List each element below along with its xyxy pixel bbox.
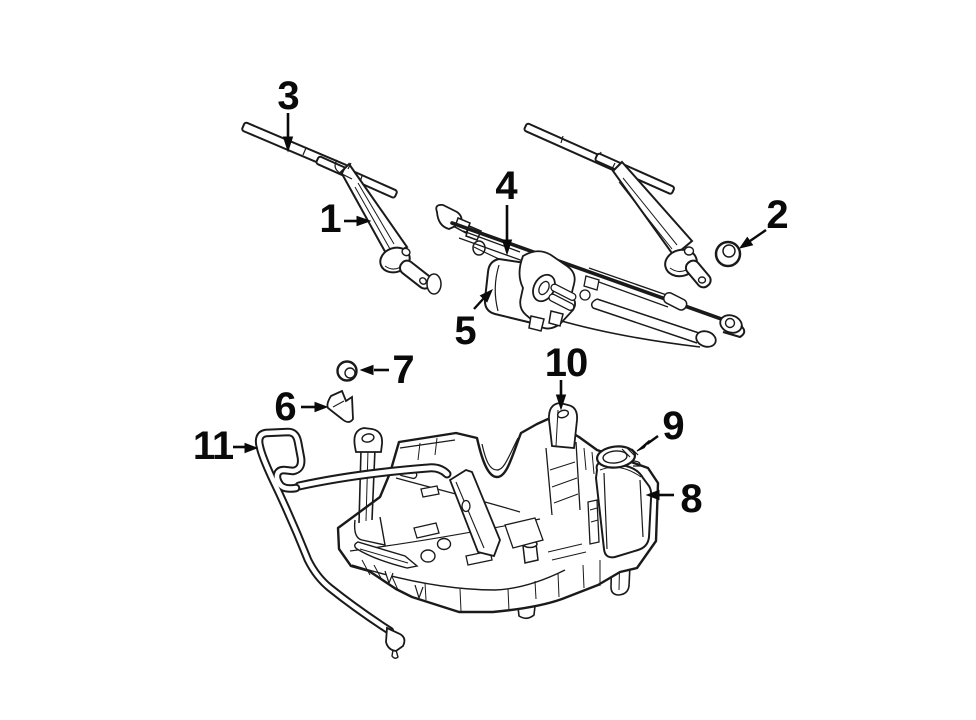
callout-label-10: 10	[544, 341, 588, 385]
callout-8-arrow	[645, 489, 674, 501]
second-wiper-arm-drawing	[611, 160, 712, 289]
washer-hose-drawing	[254, 427, 406, 659]
callout-2-arrow	[738, 229, 767, 249]
reservoir-mounting-tab-drawing	[548, 402, 578, 449]
callout-label-1: 1	[319, 197, 341, 241]
callout-label-6: 6	[274, 385, 296, 429]
callout-label-7: 7	[392, 348, 414, 392]
reservoir-cap-drawing	[595, 445, 641, 469]
wiper-arm-drawing	[334, 159, 433, 290]
callout-label-11: 11	[192, 424, 234, 468]
wiper-motor-drawing	[483, 250, 600, 332]
washer-nozzle-drawing	[326, 389, 354, 423]
callout-label-4: 4	[495, 164, 517, 208]
callout-11-arrow	[233, 442, 259, 454]
callout-label-5: 5	[454, 309, 476, 353]
wiper-blade-drawing	[241, 121, 398, 199]
callout-10-arrow	[555, 380, 567, 411]
callout-arrows	[233, 113, 767, 501]
pivot-grommet-drawing	[714, 240, 742, 268]
callout-label-3: 3	[277, 74, 299, 118]
callout-7-arrow	[359, 364, 389, 376]
callout-4-arrow	[501, 205, 513, 256]
callout-label-8: 8	[680, 477, 702, 521]
callout-6-arrow	[301, 401, 329, 413]
callout-9-arrow	[636, 435, 659, 452]
hose-grommet-drawing	[336, 360, 358, 382]
washer-hose-run-drawing	[294, 463, 452, 491]
tray-strut-drawing	[353, 427, 386, 546]
callout-5-arrow	[473, 288, 493, 310]
wiper-linkage-drawing	[426, 203, 746, 348]
callout-label-2: 2	[766, 193, 788, 237]
second-wiper-blade-drawing	[523, 122, 675, 195]
callout-3-arrow	[282, 113, 294, 153]
callout-label-9: 9	[662, 404, 684, 448]
callout-1-arrow	[344, 215, 372, 227]
